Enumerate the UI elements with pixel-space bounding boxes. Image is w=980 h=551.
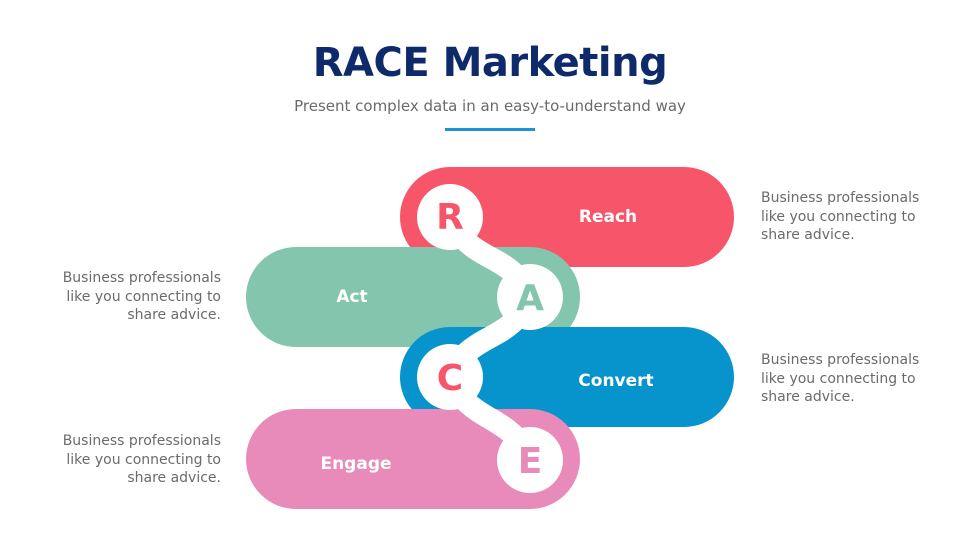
convert-description: Business professionals like you connecti… xyxy=(761,352,920,405)
engage-label: Engage xyxy=(320,454,391,474)
page-subtitle: Present complex data in an easy-to-under… xyxy=(294,97,686,115)
letter-e: E xyxy=(518,441,543,482)
letter-r: R xyxy=(436,197,464,238)
a-circle xyxy=(497,264,563,330)
convert-label: Convert xyxy=(578,371,653,391)
c-circle xyxy=(417,344,483,410)
reach-label: Reach xyxy=(579,207,637,227)
e-circle xyxy=(497,427,563,493)
engage-description: Business professionals like you connecti… xyxy=(62,433,221,486)
title-underline xyxy=(445,128,535,131)
reach-description: Business professionals like you connecti… xyxy=(761,190,920,243)
r-circle xyxy=(417,184,483,250)
page-title: RACE Marketing xyxy=(312,40,668,86)
letter-c: C xyxy=(437,358,463,399)
act-description: Business professionals like you connecti… xyxy=(62,270,221,323)
letter-a: A xyxy=(516,278,544,319)
act-label: Act xyxy=(336,287,367,307)
